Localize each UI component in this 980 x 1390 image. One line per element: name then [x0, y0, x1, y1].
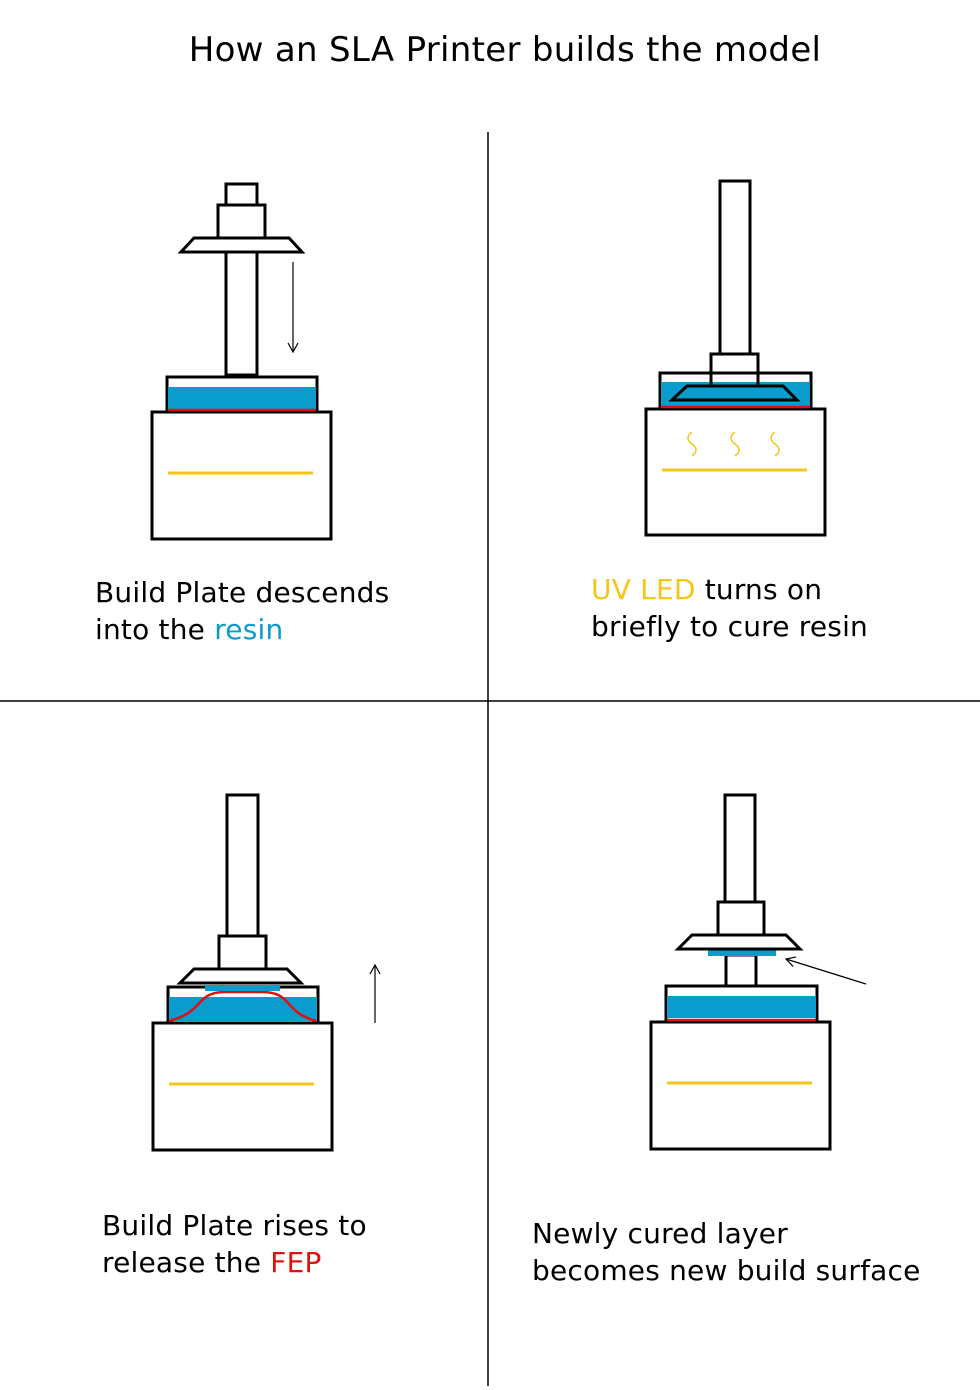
build-plate — [177, 236, 306, 254]
uv-ray-3 — [770, 431, 780, 457]
caption-text: release the — [102, 1246, 271, 1279]
printer-base — [151, 1021, 334, 1152]
z-rod — [723, 793, 757, 904]
resin-highlight: resin — [214, 613, 284, 646]
plate-mount — [217, 934, 268, 971]
pointer-arrow — [784, 956, 867, 985]
printer-base — [150, 410, 333, 541]
plate-mount — [216, 203, 267, 240]
z-rod-lower — [724, 953, 758, 988]
caption-line: release the FEP — [102, 1244, 367, 1281]
fep-highlight: FEP — [270, 1246, 322, 1279]
caption-line: Newly cured layer — [532, 1217, 788, 1250]
uv-ray-1 — [687, 431, 697, 457]
caption-line: into the resin — [95, 611, 389, 648]
fep-film-deformed — [168, 990, 317, 1023]
printer-base — [644, 407, 827, 537]
printer-base — [649, 1020, 832, 1151]
caption-step-3: Build Plate rises to release the FEP — [102, 1207, 367, 1281]
z-rod — [225, 793, 260, 938]
panel-3-printer — [151, 793, 334, 1152]
resin-fill — [667, 996, 816, 1018]
build-plate — [668, 384, 801, 402]
caption-text: turns on — [695, 573, 823, 606]
panel-1-printer — [150, 182, 333, 541]
panel-4-printer — [649, 793, 832, 1151]
uv-led-highlight: UV LED — [591, 573, 696, 606]
build-plate — [674, 933, 804, 951]
caption-step-2: UV LED turns on briefly to cure resin — [591, 571, 868, 645]
z-rod — [718, 179, 752, 356]
cured-layer — [205, 985, 280, 991]
panel-2-printer — [644, 179, 827, 537]
caption-line: UV LED turns on — [591, 571, 868, 608]
caption-line: becomes new build surface — [532, 1254, 921, 1287]
caption-line: briefly to cure resin — [591, 610, 869, 643]
cured-layer — [708, 950, 776, 956]
plate-mount — [716, 900, 766, 937]
build-plate — [176, 967, 305, 985]
resin-fill — [168, 387, 316, 409]
caption-line: Build Plate rises to — [102, 1209, 367, 1242]
caption-text: into the — [95, 613, 215, 646]
caption-step-1: Build Plate descends into the resin — [95, 574, 389, 648]
z-rod — [224, 250, 259, 377]
caption-line: Build Plate descends — [95, 576, 390, 609]
plate-knob — [224, 182, 259, 207]
uv-ray-2 — [730, 431, 740, 457]
caption-step-4: Newly cured layer becomes new build surf… — [532, 1215, 921, 1289]
page-title: How an SLA Printer builds the model — [188, 30, 822, 70]
